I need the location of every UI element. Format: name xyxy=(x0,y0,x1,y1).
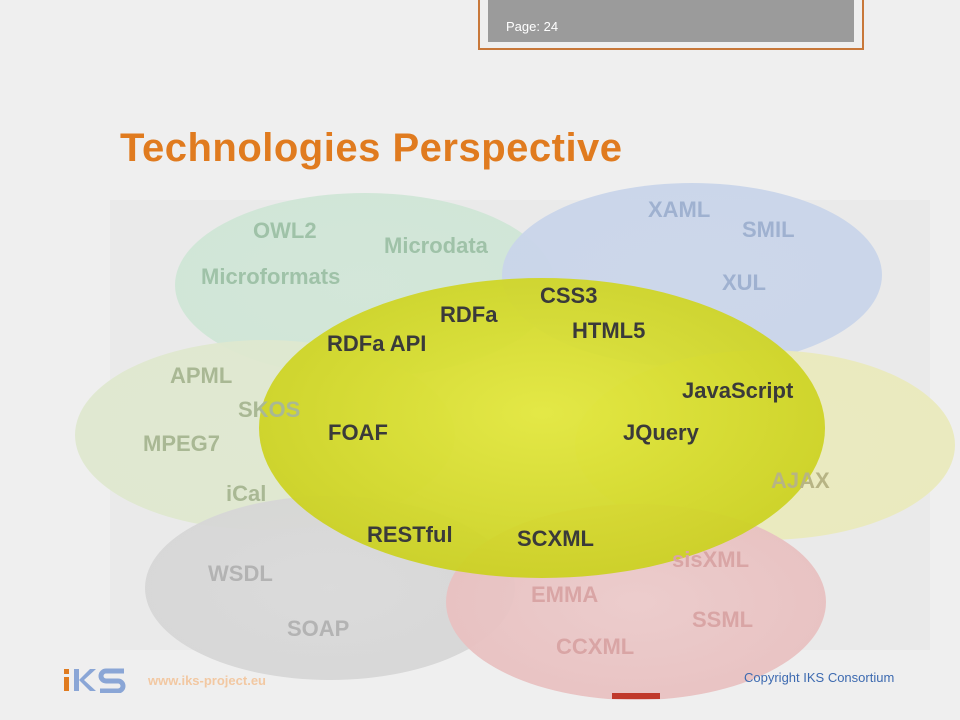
label-smil: SMIL xyxy=(742,217,795,242)
label-soap: SOAP xyxy=(287,616,350,641)
label-html5: HTML5 xyxy=(572,318,646,343)
page-indicator-panel: Page: 24 xyxy=(488,0,854,42)
label-owl2: OWL2 xyxy=(253,218,317,243)
label-javascript: JavaScript xyxy=(682,378,794,403)
label-rdfa-api: RDFa API xyxy=(327,331,427,356)
label-apml: APML xyxy=(170,363,233,388)
label-jquery: JQuery xyxy=(623,420,699,445)
label-sisxml: sisXML xyxy=(672,547,750,572)
slide-title: Technologies Perspective xyxy=(120,126,623,170)
footer-accent-bar xyxy=(612,693,660,699)
label-ccxml: CCXML xyxy=(556,634,635,659)
page-number: 24 xyxy=(543,19,559,34)
label-ssml: SSML xyxy=(692,607,754,632)
label-microformats: Microformats xyxy=(201,264,341,289)
footer-website-link[interactable]: www.iks-project.eu xyxy=(148,673,266,688)
label-rdfa: RDFa xyxy=(440,302,498,327)
label-wsdl: WSDL xyxy=(208,561,273,586)
footer-copyright: Copyright IKS Consortium xyxy=(744,670,895,685)
label-restful: RESTful xyxy=(367,522,453,547)
label-scxml: SCXML xyxy=(517,526,594,551)
label-xul: XUL xyxy=(722,270,766,295)
label-mpeg7: MPEG7 xyxy=(143,431,221,456)
label-skos: SKOS xyxy=(238,397,301,422)
label-emma: EMMA xyxy=(531,582,599,607)
page-indicator: Page: 24 xyxy=(478,0,864,50)
label-css3: CSS3 xyxy=(540,283,598,308)
bubble-core xyxy=(259,278,825,578)
label-ajax: AJAX xyxy=(771,468,830,493)
iks-logo-icon xyxy=(64,668,126,693)
page-label-text: Page: xyxy=(506,19,540,34)
page-number-label: Page: 24 xyxy=(506,19,558,34)
label-microdata: Microdata xyxy=(384,233,488,258)
label-ical: iCal xyxy=(226,481,267,506)
label-foaf: FOAF xyxy=(328,420,388,445)
label-xaml: XAML xyxy=(648,197,711,222)
